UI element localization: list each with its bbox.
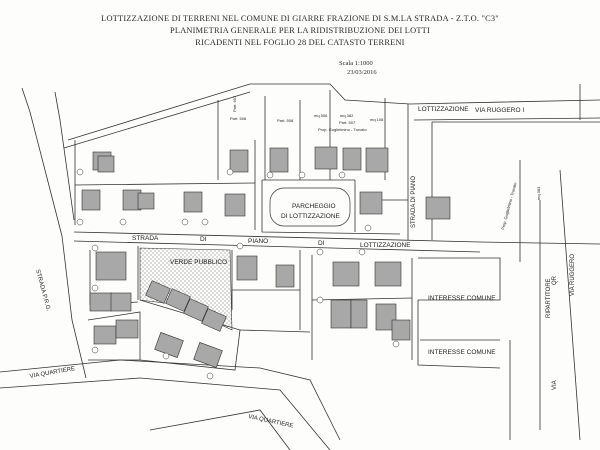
label-via-ruggero-side: VIA RUGGERO — [570, 254, 576, 296]
label-parcheggio-2: DI LOTTIZZAZIONE — [281, 213, 341, 220]
parcheggio-area — [269, 187, 351, 227]
label-lottizzazione-top: LOTTIZZAZIONE — [418, 106, 469, 113]
title-line-1: LOTTIZZAZIONE DI TERRENI NEL COMUNE DI G… — [101, 14, 499, 23]
scale-label: Scala 1:1000 — [339, 60, 373, 67]
label-strada-vertical: STRADA DI PIANO — [411, 176, 417, 228]
label-strada-prg: STRADA P.R.G. — [34, 269, 51, 312]
parcel-label-8: Prop. Guglielmino - Trovato — [318, 127, 367, 132]
parcel-label-9: Prop. Guglielmino - Trovato — [500, 181, 518, 230]
date-label: 23/03/2016 — [347, 69, 377, 76]
label-via-ruggero: VIA RUGGERO I — [475, 107, 524, 114]
road-lines — [0, 83, 600, 450]
parcel-label-10: mq 383 — [536, 186, 541, 200]
label-di: DI — [200, 236, 207, 243]
label-interesse-comune-1: INTERESSE COMUNE — [428, 295, 496, 302]
parcel-label-6: Part. 507 — [339, 120, 356, 125]
title-line-2: PLANIMETRIA GENERALE PER LA RIDISTRIBUZI… — [170, 26, 430, 35]
label-parcheggio-1: PARCHEGGIO — [292, 203, 336, 210]
label-via-right: VIA — [552, 380, 558, 390]
label-interesse-comune-2: INTERESSE COMUNE — [428, 349, 496, 356]
parcel-label-3: Part. 508 — [277, 118, 294, 123]
label-di-2: DI — [318, 240, 325, 247]
parcel-label-7: mq 108 — [370, 117, 384, 122]
label-via-quartiere-2: VIA QUARTIERE — [248, 414, 294, 429]
label-verde-pubblico: VERDE PUBBLICO — [170, 259, 227, 266]
parcel-label-1: Part. 697 — [232, 95, 237, 112]
parcel-label-5: mq 382 — [340, 113, 354, 118]
buildings — [81, 146, 451, 368]
label-ripartitore-sub: QR — [552, 275, 558, 285]
label-strada: STRADA — [132, 235, 159, 242]
label-lottizzazione-mid: LOTTIZZAZIONE — [360, 242, 411, 249]
title-line-3: RICADENTI NEL FOGLIO 28 DEL CATASTO TERR… — [195, 38, 405, 47]
label-piano: PIANO — [248, 238, 268, 245]
parcel-label-2: Part. 506 — [230, 116, 247, 121]
parcel-label-4: mq 506 — [314, 113, 328, 118]
label-ripartitore: RIPARTITORE — [546, 278, 552, 318]
